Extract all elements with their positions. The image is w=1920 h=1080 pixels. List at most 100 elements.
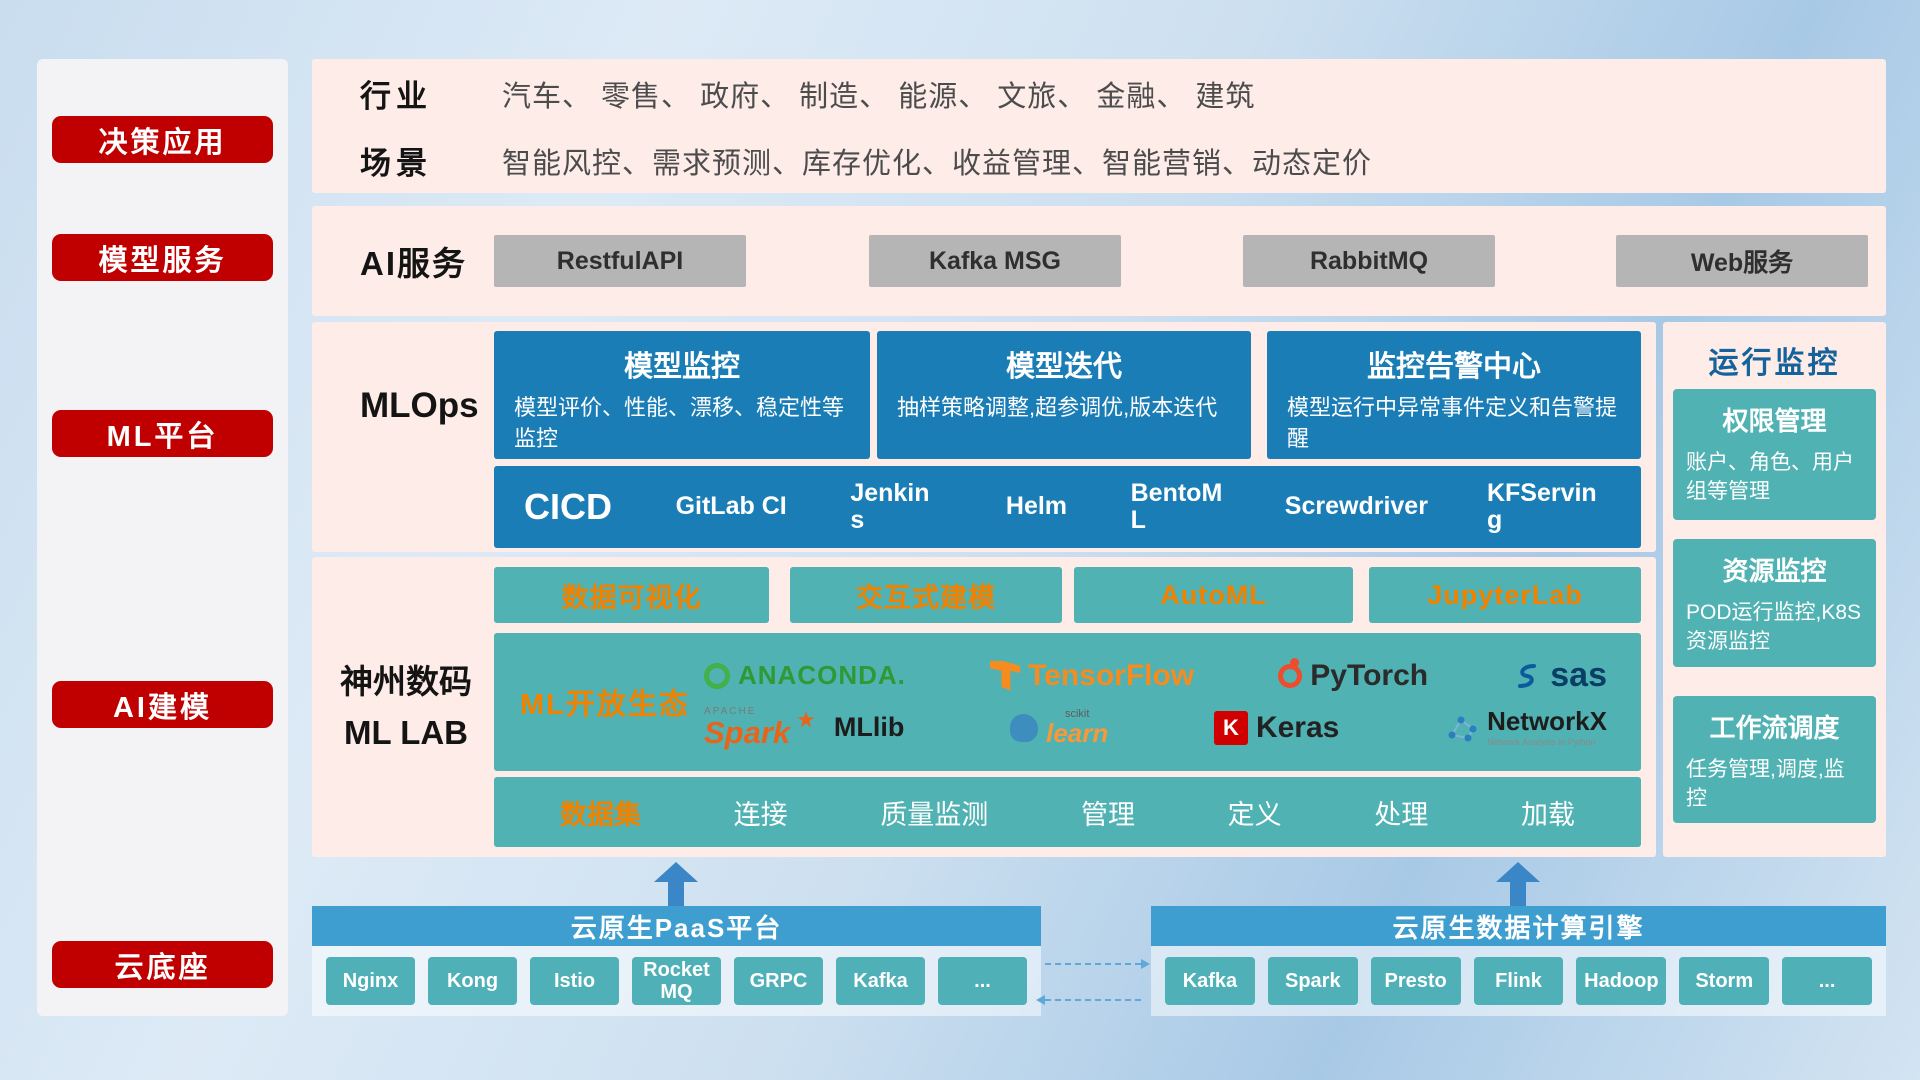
ecosystem-logos: ANACONDA. TensorFlow PyTorch sa [696, 656, 1615, 748]
up-arrow-paas-icon [654, 862, 698, 906]
tool-button-jupyterlab[interactable]: JupyterLab [1369, 567, 1641, 623]
engine-button-spark[interactable]: Spark [1267, 957, 1358, 1005]
scikit-learn-icon [1010, 713, 1039, 742]
paas-button-more[interactable]: ... [938, 957, 1027, 1005]
apache-caption: APACHE [704, 706, 757, 717]
dataset-item-quality: 质量监测 [880, 799, 989, 830]
engine-button-storm[interactable]: Storm [1679, 957, 1770, 1005]
engine-button-kafka[interactable]: Kafka [1165, 957, 1255, 1005]
mllab-label-line1: 神州数码 [340, 662, 472, 700]
pytorch-icon [1278, 657, 1303, 688]
workflow-scheduler-card: 工作流调度 任务管理,调度,监控 [1673, 696, 1876, 823]
sidebar-item-model-service[interactable]: 模型服务 [52, 234, 273, 281]
paas-button-istio[interactable]: Istio [530, 957, 619, 1005]
spark-star-icon: ★ [796, 706, 816, 732]
networkx-logo: NetworkX Network Analysis in Python [1445, 706, 1607, 747]
industry-label: 行业 [360, 79, 432, 114]
tool-button-automl[interactable]: AutoML [1074, 567, 1353, 623]
industry-scenario-panel: 行业 汽车、 零售、 政府、 制造、 能源、 文旅、 金融、 建筑 场景 智能风… [312, 59, 1886, 193]
keras-icon: K [1213, 710, 1248, 745]
mlops-label: MLOps [360, 386, 479, 425]
anaconda-logo: ANACONDA. [704, 660, 906, 691]
card-title: 模型迭代 [1005, 351, 1122, 383]
dashed-arrow-right-icon [1045, 959, 1150, 969]
cicd-bar: CICD GitLab CI Jenkins Helm BentoML Scre… [494, 466, 1641, 548]
card-title: 权限管理 [1722, 406, 1827, 436]
permission-card: 权限管理 账户、角色、用户组等管理 [1673, 389, 1876, 520]
scikit-caption: scikit [1064, 708, 1090, 720]
paas-button-kafka[interactable]: Kafka [836, 957, 925, 1005]
card-title: 监控告警中心 [1366, 351, 1541, 383]
mllab-label-line2: ML LAB [343, 714, 469, 751]
dataset-item-manage: 管理 [1080, 799, 1135, 830]
tensorflow-text: TensorFlow [1028, 658, 1195, 692]
paas-button-grpc[interactable]: GRPC [734, 957, 823, 1005]
paas-button-nginx[interactable]: Nginx [326, 957, 415, 1005]
card-body: 账户、角色、用户组等管理 [1686, 451, 1854, 504]
spark-mllib-logo: APACHE Spark ★ MLlib [704, 706, 905, 749]
dataset-item-connect: 连接 [733, 799, 788, 830]
button-web-service[interactable]: Web服务 [1616, 235, 1868, 287]
pytorch-logo: PyTorch [1278, 657, 1429, 693]
ai-service-label: AI服务 [360, 245, 467, 282]
card-title: 资源监控 [1722, 556, 1827, 586]
sidebar-item-ml-platform[interactable]: ML平台 [52, 410, 273, 457]
anaconda-text: ANACONDA. [738, 660, 906, 690]
card-body: POD运行监控,K8S资源监控 [1686, 601, 1862, 654]
engine-strip: Kafka Spark Presto Flink Hadoop Storm ..… [1151, 946, 1886, 1016]
button-kafka-msg[interactable]: Kafka MSG [869, 235, 1121, 287]
card-body: 模型运行中异常事件定义和告警提醒 [1287, 395, 1618, 451]
sidebar-item-cloud-base[interactable]: 云底座 [52, 941, 273, 988]
button-restful-api[interactable]: RestfulAPI [494, 235, 746, 287]
scenario-label: 场景 [360, 146, 432, 181]
scikit-learn-text-block: scikit learn [1046, 708, 1109, 748]
engine-button-presto[interactable]: Presto [1370, 957, 1461, 1005]
sidebar-item-decision-app[interactable]: 决策应用 [52, 116, 273, 163]
networkx-text: NetworkX [1487, 706, 1607, 737]
dashed-arrow-left-icon [1036, 995, 1141, 1005]
runtime-monitor-title: 运行监控 [1708, 347, 1841, 380]
tool-button-interactive-modeling[interactable]: 交互式建模 [790, 567, 1062, 623]
scenario-row: 场景 智能风控、需求预测、库存优化、收益管理、智能营销、动态定价 [312, 127, 1886, 194]
sas-logo: sas [1512, 656, 1607, 695]
paas-header: 云原生PaaS平台 [312, 906, 1041, 946]
model-iteration-card: 模型迭代 抽样策略调整,超参调优,版本迭代 [877, 331, 1251, 459]
keras-text: Keras [1255, 710, 1340, 744]
card-body: 模型评价、性能、漂移、稳定性等监控 [514, 395, 845, 451]
mlops-panel: MLOps 模型监控 模型评价、性能、漂移、稳定性等监控 模型迭代 抽样策略调整… [312, 322, 1656, 552]
cicd-item-helm: Helm [1005, 492, 1068, 521]
pytorch-text: PyTorch [1310, 658, 1429, 692]
paas-button-rocketmq[interactable]: RocketMQ [632, 957, 721, 1005]
engine-button-more[interactable]: ... [1782, 957, 1873, 1005]
engine-button-flink[interactable]: Flink [1473, 957, 1564, 1005]
tool-button-data-visualization[interactable]: 数据可视化 [494, 567, 769, 623]
card-title: 工作流调度 [1709, 713, 1840, 743]
button-rabbitmq[interactable]: RabbitMQ [1243, 235, 1495, 287]
sidebar-item-ai-modeling[interactable]: AI建模 [52, 681, 273, 728]
mllib-text: MLlib [833, 712, 905, 742]
cicd-item-kfserving: KFServing [1486, 478, 1597, 534]
cicd-item-gitlab-ci: GitLab CI [675, 492, 787, 521]
left-sidebar: 决策应用 模型服务 ML平台 AI建模 云底座 [37, 59, 288, 1016]
resource-monitor-card: 资源监控 POD运行监控,K8S资源监控 [1673, 539, 1876, 667]
cicd-title: CICD [524, 486, 612, 527]
dataset-bar: 数据集 连接 质量监测 管理 定义 处理 加载 [494, 777, 1641, 847]
dataset-item-define: 定义 [1227, 799, 1282, 830]
cicd-item-bentoml: BentoML [1130, 478, 1223, 534]
networkx-text-block: NetworkX Network Analysis in Python [1487, 706, 1607, 747]
engine-button-hadoop[interactable]: Hadoop [1576, 957, 1667, 1005]
dataset-label: 数据集 [560, 799, 641, 830]
card-title: 模型监控 [623, 351, 740, 383]
tensorflow-logo: TensorFlow [990, 659, 1194, 693]
paas-button-kong[interactable]: Kong [428, 957, 517, 1005]
networkx-icon [1448, 716, 1477, 742]
logo-row-2: APACHE Spark ★ MLlib scikit learn [704, 706, 1607, 749]
cicd-item-jenkins: Jenkins [850, 478, 930, 534]
dataset-item-process: 处理 [1374, 799, 1429, 830]
cicd-item-screwdriver: Screwdriver [1284, 492, 1428, 521]
anaconda-icon [704, 662, 730, 689]
ai-service-panel: AI服务 RestfulAPI Kafka MSG RabbitMQ Web服务 [312, 206, 1886, 316]
learn-text: learn [1046, 718, 1109, 748]
logo-row-1: ANACONDA. TensorFlow PyTorch sa [704, 656, 1607, 695]
